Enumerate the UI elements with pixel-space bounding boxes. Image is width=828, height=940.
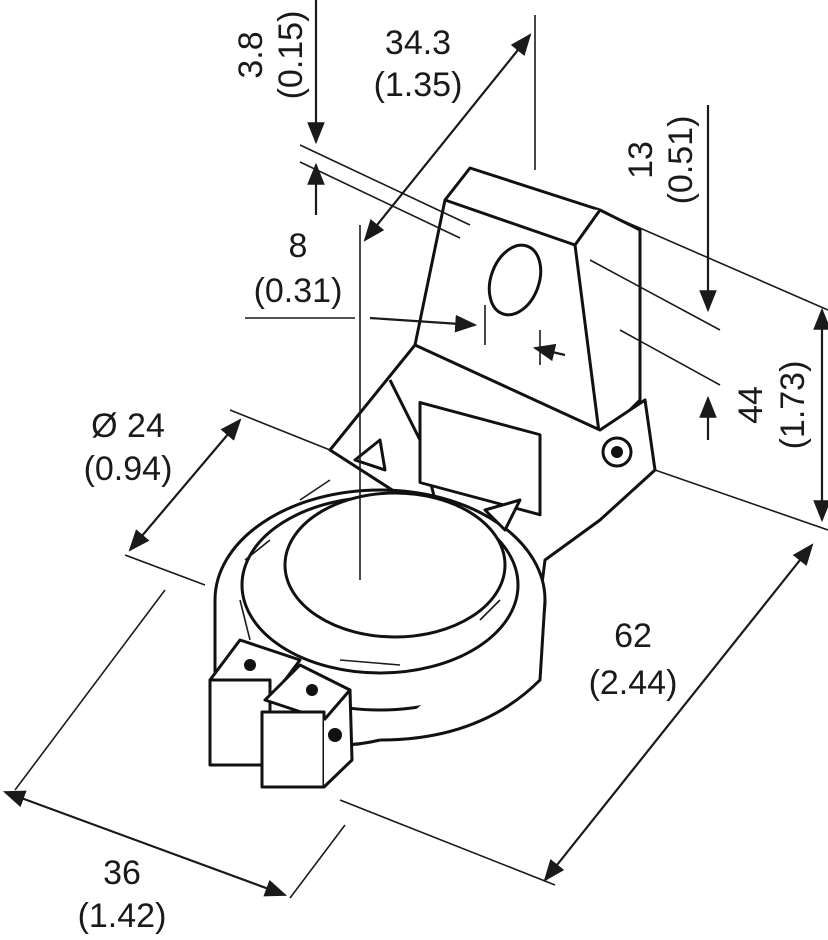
dimension-lines (2, 0, 828, 899)
dim-44-mm: 44 (732, 386, 770, 424)
dim-24-in: (0.94) (84, 450, 173, 488)
dim-8-mm: 8 (289, 227, 308, 265)
dim-44-in: (1.73) (774, 361, 812, 450)
dim-13-in: (0.51) (662, 116, 700, 205)
dim-62-in: (2.44) (589, 664, 678, 702)
dim-34-3-mm: 34.3 (385, 24, 451, 62)
dim-3-8-mm: 3.8 (232, 31, 270, 78)
dim-36-mm: 36 (103, 854, 141, 892)
dim-13-mm: 13 (622, 141, 660, 179)
dim-36-in: (1.42) (78, 897, 167, 935)
dim-24-mm: Ø 24 (91, 407, 165, 445)
dim-3-8-in: (0.15) (272, 11, 310, 100)
dim-62-mm: 62 (614, 617, 652, 655)
dim-8-in: (0.31) (254, 272, 343, 310)
dim-34-3-in: (1.35) (374, 66, 463, 104)
